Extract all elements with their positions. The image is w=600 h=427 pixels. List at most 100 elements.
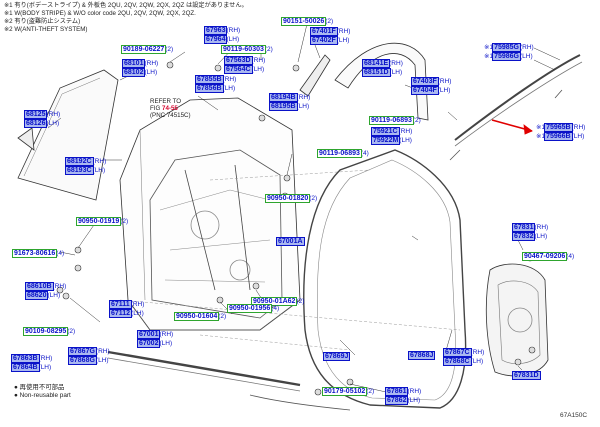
part-label-68125[interactable]: 68125(RH): [23, 110, 61, 119]
part-label-68193c[interactable]: 68193C(LH): [65, 165, 106, 175]
part-label-group-68610b: 68610B(RH) 68620(LH): [24, 282, 67, 300]
part-label-67863b[interactable]: 67863B(RH): [11, 354, 53, 363]
reference-prefix: REFER TO: [150, 98, 182, 105]
part-label-67964[interactable]: 67964(LH): [203, 34, 240, 44]
legend-reusable-text: 再使用不可部品: [19, 384, 65, 391]
part-label-68101[interactable]: 68101(RH): [121, 59, 159, 68]
part-label-67855b[interactable]: 67855B(RH): [195, 75, 237, 84]
part-label-90950-01919[interactable]: 90950-01919(2): [75, 217, 129, 226]
part-label-67403f[interactable]: 67403F(RH): [411, 77, 452, 86]
part-label-group-68192c: 68192C(RH) 68193C(LH): [65, 157, 107, 175]
part-label-90950-01820[interactable]: 90950-01820(2): [264, 194, 318, 203]
part-label-67563d[interactable]: 67563D(RH): [224, 56, 266, 65]
part-label-75985g[interactable]: ※175985G(RH): [484, 43, 534, 52]
part-label-group-67111: 67111(RH) 67112(LH): [108, 300, 145, 318]
part-label-68194b[interactable]: 68194B(RH): [269, 93, 311, 102]
part-label-67831[interactable]: 67831(RH): [511, 223, 549, 232]
part-label-group-67001: 67001(RH) 67002(LH): [136, 330, 174, 348]
part-label-group-75985g: ※175985G(RH) ※175986G(LH): [484, 43, 534, 61]
part-label-67002[interactable]: 67002(LH): [136, 338, 173, 348]
part-label-75921c[interactable]: 75921C(RH): [371, 127, 413, 136]
part-label-90179-05102[interactable]: 90179-05102(2): [321, 387, 375, 396]
part-label-67869j[interactable]: 67869J: [322, 352, 351, 361]
part-label-group-68194b: 68194B(RH) 68195B(LH): [269, 93, 311, 111]
part-label-67401f[interactable]: 67401F(RH): [310, 27, 351, 36]
non-reusable-dot-icon: ●: [14, 384, 18, 391]
legend-row-non-reusable: ● Non-reusable part: [14, 392, 71, 400]
part-label-68610b[interactable]: 68610B(RH): [25, 282, 67, 291]
part-label-67404f[interactable]: 67404F(LH): [411, 85, 451, 95]
part-label-67963[interactable]: 67963(RH): [203, 26, 241, 35]
part-label-67832[interactable]: 67832(LH): [511, 231, 548, 241]
reference-fig-link[interactable]: 74-55: [162, 105, 178, 113]
part-label-group-67867c: 67867C(RH) 67868C(LH): [443, 348, 485, 366]
part-label-90151-50026[interactable]: 90151-50026(2): [280, 17, 334, 26]
note-line-1: ※1 有り(ボデーストライプ) & 外板色 2QU, 2QV, 2QW, 2QX…: [4, 2, 248, 9]
part-label-67862[interactable]: 67862(LH): [384, 395, 421, 405]
non-reusable-dot-icon: ●: [14, 392, 18, 399]
part-label-68195b[interactable]: 68195B(LH): [269, 101, 310, 111]
part-label-75966b[interactable]: ※175966B(LH): [536, 131, 585, 141]
part-label-67868g[interactable]: 67868G(LH): [68, 355, 109, 365]
part-label-68151d[interactable]: 68151D(LH): [362, 67, 403, 77]
part-label-group-67861: 67861(RH) 67862(LH): [384, 387, 422, 405]
part-label-group-67563d: 67563D(RH) 67564C(LH): [224, 56, 266, 74]
reference-fig-label: FIG: [150, 105, 161, 113]
part-label-67868c[interactable]: 67868C(LH): [443, 356, 484, 366]
part-label-90119-60303[interactable]: 90119-60303(2): [221, 45, 273, 54]
part-label-67564c[interactable]: 67564C(LH): [224, 64, 265, 74]
note-line-4: ※2 W(ANTI-THEFT SYSTEM): [4, 26, 88, 33]
part-label-90109-08295[interactable]: 90109-08295(2): [22, 327, 76, 336]
note-line-3: ※2 有り(盗難防止システム): [4, 18, 81, 25]
legend: ● 再使用不可部品 ● Non-reusable part: [14, 384, 71, 400]
part-label-68141e[interactable]: 68141E(RH): [361, 59, 403, 68]
part-label-group-67855b: 67855B(RH) 67856B(LH): [195, 75, 237, 93]
part-label-90950-01604[interactable]: 90950-01604(2): [173, 312, 227, 321]
part-label-67861[interactable]: 67861(RH): [384, 387, 422, 396]
part-label-group-75921c: 75921C(RH) 75922M(LH): [370, 127, 413, 145]
part-label-68620[interactable]: 68620(LH): [24, 290, 61, 300]
part-label-91673-80616[interactable]: 91673-80616(4): [11, 249, 65, 258]
part-label-67868j[interactable]: 67868J: [407, 351, 436, 360]
part-label-75986g[interactable]: ※175986G(LH): [484, 51, 533, 61]
part-label-group-67831: 67831(RH) 67832(LH): [511, 223, 549, 241]
part-label-90950-01956[interactable]: 90950-01956(4): [226, 304, 280, 313]
part-label-68126[interactable]: 68126(LH): [23, 118, 60, 128]
reference-pnc: (PNC 74515C): [150, 112, 191, 120]
part-label-67111[interactable]: 67111(RH): [109, 300, 145, 309]
part-label-68102[interactable]: 68102(LH): [121, 67, 158, 77]
part-label-group-68141e: 68141E(RH) 68151D(LH): [361, 59, 403, 77]
part-label-67001a[interactable]: 67001A: [276, 237, 305, 246]
part-label-90119-06893-a[interactable]: 90119-06893(2): [369, 116, 421, 125]
part-label-group-67867g: 67867G(RH) 67868G(LH): [68, 347, 110, 365]
part-label-67856b[interactable]: 67856B(LH): [195, 83, 236, 93]
part-label-90950-01a62[interactable]: 90950-01A62(2): [250, 297, 305, 306]
part-label-67867c[interactable]: 67867C(RH): [443, 348, 485, 357]
part-label-90467-09206[interactable]: 90467-09206(4): [521, 252, 575, 261]
legend-row-reusable: ● 再使用不可部品: [14, 384, 71, 392]
part-label-75965b[interactable]: ※175965B(RH): [536, 123, 586, 132]
figure-id: 67A150C: [560, 412, 588, 419]
part-label-75922m[interactable]: 75922M(LH): [370, 135, 412, 145]
part-label-group-68101: 68101(RH) 68102(LH): [121, 59, 159, 77]
part-label-group-75965b: ※175965B(RH) ※175966B(LH): [536, 123, 586, 141]
part-label-group-67401f: 67401F(RH) 67402F(LH): [310, 27, 351, 45]
part-label-67867g[interactable]: 67867G(RH): [68, 347, 110, 356]
part-label-67831d[interactable]: 67831D: [512, 371, 541, 380]
part-label-67864b[interactable]: 67864B(LH): [11, 362, 52, 372]
part-label-group-67403f: 67403F(RH) 67404F(LH): [411, 77, 452, 95]
part-label-group-67963: 67963(RH) 67964(LH): [203, 26, 241, 44]
part-label-90119-06893-b[interactable]: 90119-06893(4): [317, 149, 369, 158]
part-label-68192c[interactable]: 68192C(RH): [65, 157, 107, 166]
part-label-67001[interactable]: 67001(RH): [136, 330, 174, 339]
legend-non-reusable-text: Non-reusable part: [19, 392, 71, 399]
part-label-group-68125: 68125(RH) 68126(LH): [23, 110, 61, 128]
part-label-67402f[interactable]: 67402F(LH): [310, 35, 350, 45]
part-label-67112[interactable]: 67112(LH): [108, 308, 144, 318]
note-line-2: ※1 W(BODY STRIPE) & W/O color code 2QU, …: [4, 10, 196, 17]
reference-note: REFER TO FIG 74-55 (PNC 74515C): [150, 98, 191, 119]
part-label-group-67863b: 67863B(RH) 67864B(LH): [11, 354, 53, 372]
part-label-90189-06227[interactable]: 90189-06227(2): [120, 45, 174, 54]
